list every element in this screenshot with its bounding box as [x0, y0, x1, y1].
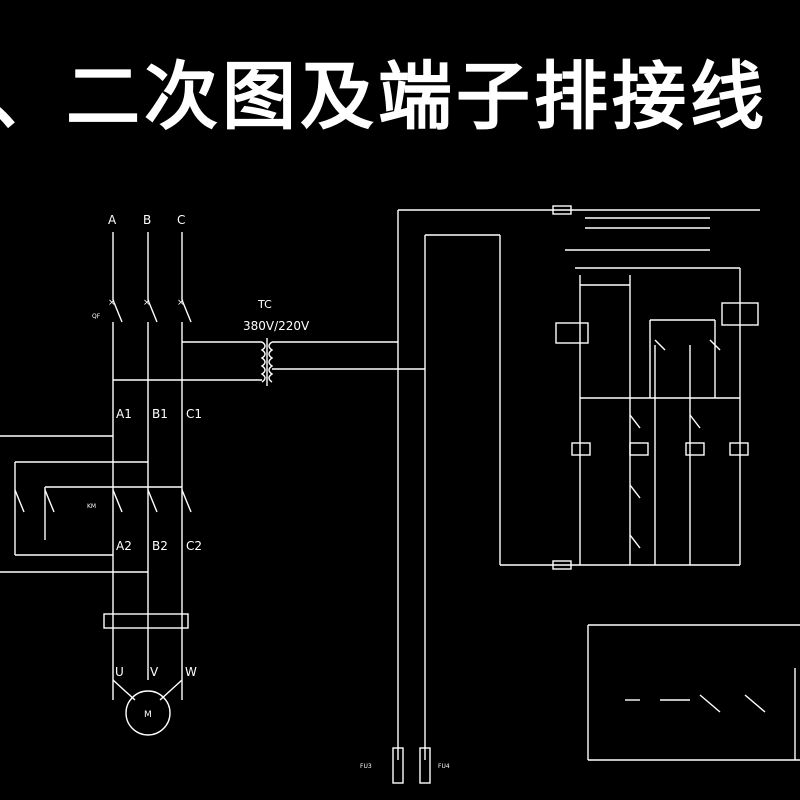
- breaker-x-a: ×: [108, 298, 116, 308]
- fu3-label: FU3: [360, 763, 372, 770]
- transformer-name: TC: [257, 298, 272, 311]
- phase-c-label: C: [177, 213, 185, 227]
- v-label: V: [150, 665, 159, 679]
- main-power-circuit: A B C × × × QF A1 B1 C1: [0, 213, 262, 736]
- a1-label: A1: [116, 407, 132, 421]
- breaker-x-c: ×: [177, 298, 185, 308]
- page-title: 、二次图及端子排接线: [0, 54, 768, 140]
- b2-label: B2: [152, 539, 168, 553]
- c1-label: C1: [186, 407, 202, 421]
- b1-label: B1: [152, 407, 168, 421]
- motor-symbol: [125, 690, 171, 736]
- transformer: TC 380V/220V: [243, 298, 425, 386]
- motor-label: M: [144, 710, 152, 720]
- km-label: KM: [87, 503, 96, 510]
- phase-a-label: A: [108, 213, 117, 227]
- transformer-rating: 380V/220V: [243, 319, 310, 333]
- terminal-box: [587, 624, 800, 761]
- u-label: U: [115, 665, 124, 679]
- fuses: FU3 FU4: [360, 747, 450, 784]
- fu4-label: FU4: [438, 763, 450, 770]
- c2-label: C2: [186, 539, 202, 553]
- qf-label: QF: [92, 313, 101, 320]
- qf-annotation: [80, 320, 102, 334]
- phase-b-label: B: [143, 213, 151, 227]
- control-circuit: [397, 205, 760, 760]
- w-label: W: [185, 665, 197, 679]
- breaker-x-b: ×: [143, 298, 151, 308]
- a2-label: A2: [116, 539, 132, 553]
